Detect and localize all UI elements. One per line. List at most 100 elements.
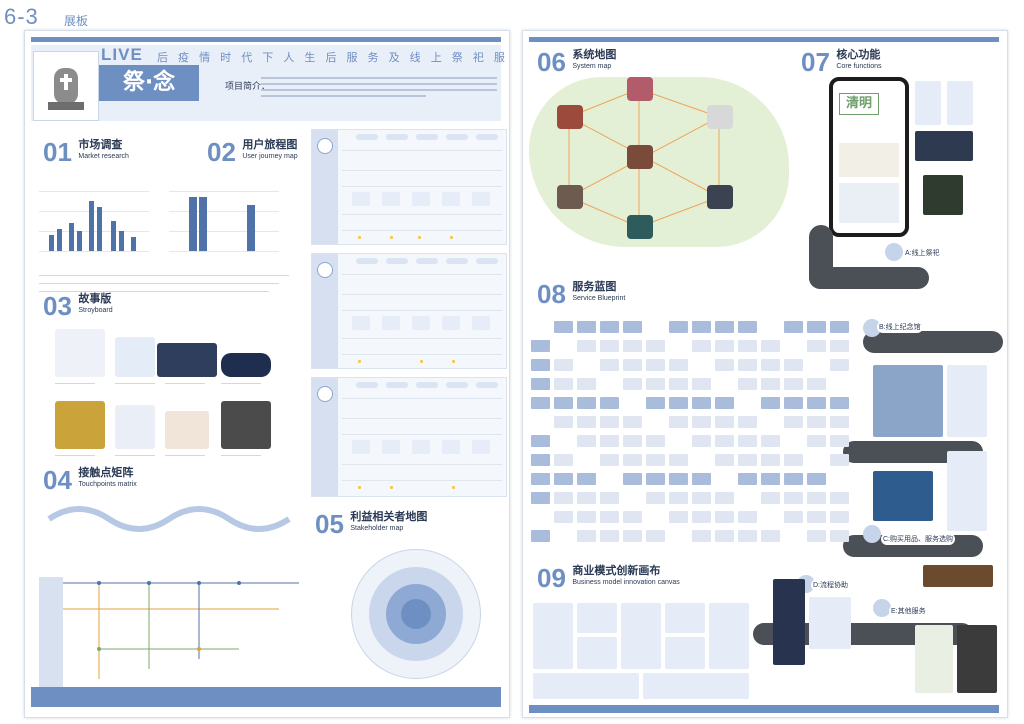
core-step-a: A:线上祭祀	[903, 247, 942, 259]
section-number: 07	[801, 47, 830, 77]
blueprint-cell	[646, 492, 665, 504]
step-marker	[885, 243, 903, 261]
blueprint-cell	[738, 378, 757, 390]
blueprint-cell	[830, 511, 849, 523]
blueprint-cell	[577, 511, 596, 523]
blueprint-cell	[577, 321, 596, 333]
section-title-en: System map	[572, 63, 612, 70]
map-node-funeral-home	[557, 185, 583, 209]
left-poster-board: LIVE 祭·念 后 疫 情 时 代 下 人 生 后 服 务 及 线 上 祭 祀…	[24, 30, 510, 718]
blueprint-cell	[807, 378, 826, 390]
section-title-en: User journey map	[242, 153, 298, 160]
section-label: 展板	[64, 14, 89, 28]
map-node-hospital	[707, 105, 733, 129]
persona-avatar	[317, 138, 333, 154]
section-title-en: Market research	[78, 153, 129, 160]
poster-subtitle: 后 疫 情 时 代 下 人 生 后 服 务 及 线 上 祭 祀 服 务 系 统	[157, 52, 509, 64]
blueprint-cell	[692, 321, 711, 333]
canvas-block-costs	[533, 673, 639, 699]
blueprint-cell	[784, 321, 803, 333]
map-node-cemetery	[627, 215, 653, 239]
services-phone-screen	[957, 625, 997, 693]
section-title-en: Stakeholder map	[350, 525, 404, 532]
canvas-block-relationships	[665, 603, 705, 633]
blueprint-cell	[715, 397, 734, 409]
map-node-home	[627, 77, 653, 101]
blueprint-cell	[830, 435, 849, 447]
blueprint-cell	[669, 511, 688, 523]
canvas-block-activities	[577, 603, 617, 633]
blueprint-cell	[531, 492, 550, 504]
blueprint-cell	[830, 397, 849, 409]
blueprint-cell	[669, 378, 688, 390]
section-number: 02	[207, 137, 236, 167]
blueprint-cell	[577, 530, 596, 542]
blueprint-cell	[554, 473, 573, 485]
blueprint-cell	[738, 454, 757, 466]
blueprint-cell	[646, 473, 665, 485]
blueprint-cell	[531, 340, 550, 352]
blueprint-cell	[531, 435, 550, 447]
blueprint-cell	[577, 492, 596, 504]
blueprint-cell	[807, 473, 826, 485]
journey-map-2	[311, 253, 507, 369]
phone-mockup: 清明	[829, 77, 909, 237]
logo-title: 祭·念	[99, 65, 199, 101]
touchpoints-matrix	[39, 506, 299, 689]
blueprint-cell	[669, 359, 688, 371]
blueprint-cell	[692, 473, 711, 485]
blueprint-cell	[646, 397, 665, 409]
blueprint-cell	[761, 454, 780, 466]
section-number: 08	[537, 279, 566, 309]
blueprint-cell	[738, 340, 757, 352]
blueprint-cell	[784, 378, 803, 390]
blueprint-cell	[807, 397, 826, 409]
blueprint-cell	[623, 435, 642, 447]
phone-header-title: 清明	[839, 93, 879, 115]
intro-text-block	[261, 73, 497, 107]
blueprint-cell	[807, 321, 826, 333]
section-number: 03	[43, 291, 72, 321]
blueprint-cell	[623, 473, 642, 485]
blueprint-cell	[623, 530, 642, 542]
screen-thumb-1	[915, 81, 941, 125]
storyboard-frame-5	[55, 401, 105, 449]
storyboard-frame-2	[115, 337, 155, 377]
section-number: 06	[537, 47, 566, 77]
section-title-en: Business model innovation canvas	[572, 579, 680, 586]
blueprint-cell	[531, 473, 550, 485]
blueprint-cell	[830, 340, 849, 352]
blueprint-cell	[554, 454, 573, 466]
system-map-links	[568, 88, 720, 228]
blueprint-cell	[623, 378, 642, 390]
storyboard-frame-1	[55, 329, 105, 377]
blueprint-cell	[692, 340, 711, 352]
section-number: 01	[43, 137, 72, 167]
blueprint-cell	[531, 378, 550, 390]
blueprint-cell	[692, 530, 711, 542]
blueprint-cell	[531, 530, 550, 542]
blueprint-cell	[669, 492, 688, 504]
blueprint-cell	[623, 359, 642, 371]
blueprint-cell	[784, 473, 803, 485]
blueprint-cell	[554, 397, 573, 409]
blueprint-cell	[623, 340, 642, 352]
blueprint-cell	[830, 321, 849, 333]
blueprint-cell	[715, 454, 734, 466]
blueprint-cell	[554, 492, 573, 504]
blueprint-cell	[577, 340, 596, 352]
market-research-charts	[39, 171, 301, 267]
blueprint-cell	[531, 454, 550, 466]
blueprint-cell	[715, 340, 734, 352]
illustration-coffin	[923, 565, 993, 587]
research-notes	[39, 271, 301, 301]
screen-thumb-2	[947, 81, 973, 125]
map-node-temple	[557, 105, 583, 129]
blueprint-cell	[577, 416, 596, 428]
blueprint-cell	[600, 416, 619, 428]
blueprint-cell	[807, 416, 826, 428]
